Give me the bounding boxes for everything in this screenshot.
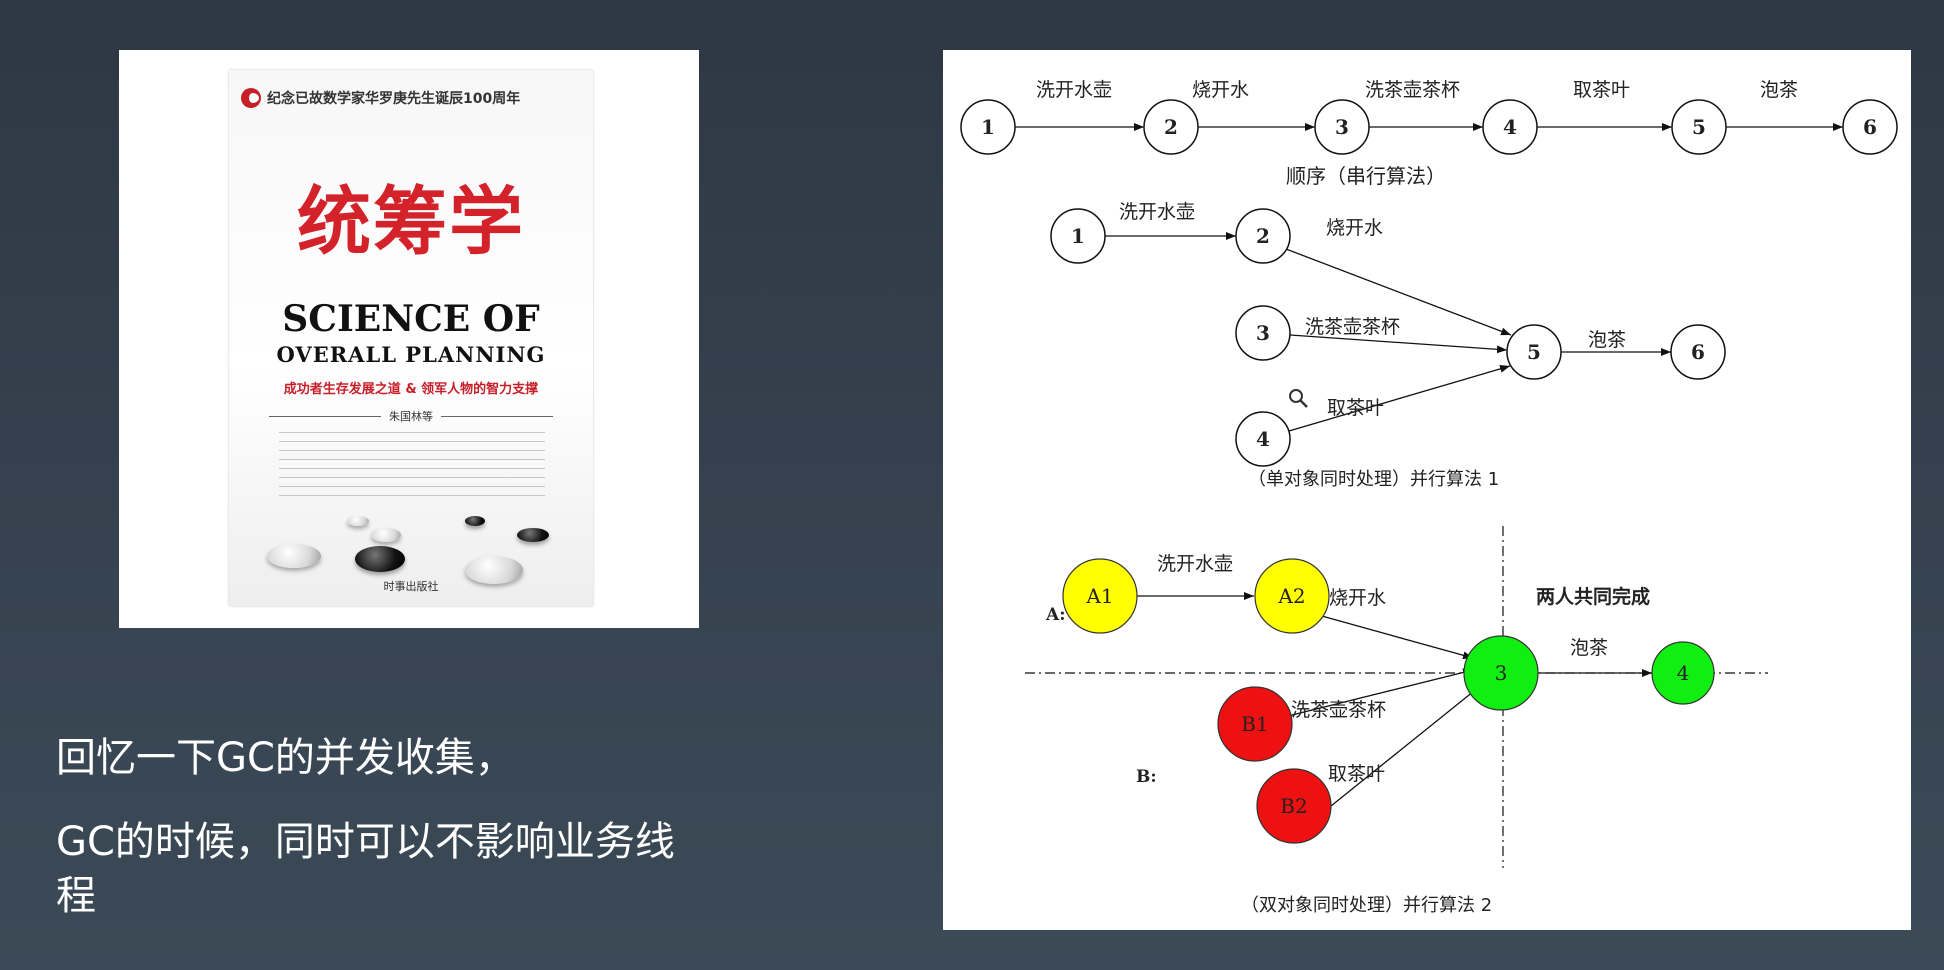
parallel1-node-label: 2 (1256, 224, 1270, 248)
serial-node: 6 (1842, 99, 1898, 155)
parallel1-caption: （单对象同时处理）并行算法 1 (1248, 469, 1499, 490)
parallel2-caption: （双对象同时处理）并行算法 2 (1241, 895, 1492, 916)
cover-author: 朱国林等 (269, 408, 553, 424)
parallel2-node-a1: A1 (1062, 558, 1138, 634)
serial-edge-label: 泡茶 (1760, 79, 1798, 101)
go-stone-white (347, 516, 369, 526)
serial-node-label: 6 (1863, 115, 1877, 139)
serial-node-label: 1 (981, 115, 995, 139)
serial-node: 1 (960, 99, 1016, 155)
caption-line-1: 回忆一下GC的并发收集， (56, 735, 515, 781)
author-rule-left (269, 415, 381, 417)
parallel1-edge (1288, 364, 1511, 432)
parallel2-node-a2: A2 (1254, 558, 1330, 634)
parallel1-node: 3 (1235, 305, 1291, 361)
serial-edge-label: 烧开水 (1192, 79, 1249, 101)
parallel1-edge-label: 烧开水 (1326, 217, 1383, 239)
go-stone-black (465, 516, 485, 526)
go-stone-white (465, 556, 523, 584)
cover-anniversary: 纪念已故数学家华罗庚先生诞辰100周年 (241, 88, 581, 108)
go-stone-black (355, 546, 405, 572)
cover-author-name: 朱国林等 (389, 410, 433, 423)
parallel2-node-b2: B2 (1256, 768, 1332, 844)
serial-node-label: 3 (1335, 115, 1349, 139)
cover-anniversary-text: 纪念已故数学家华罗庚先生诞辰100周年 (267, 91, 521, 107)
parallel2-node-shared-3: 3 (1463, 635, 1539, 711)
serial-edge-label: 洗开水壶 (1036, 79, 1112, 101)
parallel2-node-label: B1 (1241, 712, 1268, 736)
parallel1-node: 5 (1506, 324, 1562, 380)
cover-title-english-1: SCIENCE OF (282, 298, 540, 340)
parallel1-node: 1 (1050, 208, 1106, 264)
parallel2-edge-label: 烧开水 (1329, 587, 1386, 609)
parallel1-edge-label: 取茶叶 (1327, 397, 1384, 419)
parallel2-note: 两人共同完成 (1536, 585, 1650, 608)
serial-section: 洗开水壶 烧开水 洗茶壶茶杯 取茶叶 泡茶 1 2 3 4 (960, 79, 1898, 188)
cover-publisher: 时事出版社 (383, 580, 439, 593)
parallel1-edge (1289, 334, 1508, 354)
parallel2-node-shared-4: 4 (1651, 641, 1715, 705)
parallel1-node: 4 (1235, 411, 1291, 467)
parallel2-edge (1310, 612, 1474, 660)
parallel2-node-label: 4 (1677, 661, 1690, 685)
serial-node-label: 2 (1164, 115, 1178, 139)
parallel1-edge (1285, 248, 1512, 336)
serial-node-label: 5 (1692, 115, 1706, 139)
parallel1-node: 2 (1235, 208, 1291, 264)
parallel1-node-label: 6 (1691, 340, 1705, 364)
cover-blurb-text-illegible (279, 432, 545, 502)
group-label-a: A: (1045, 605, 1065, 625)
parallel2-node-label: 3 (1495, 661, 1508, 685)
parallel2-edge-label: 取茶叶 (1328, 763, 1385, 785)
parallel2-edge-label: 泡茶 (1570, 637, 1608, 659)
parallel1-node-label: 5 (1527, 340, 1541, 364)
parallel2-edge-label: 洗茶壶茶杯 (1291, 699, 1386, 721)
parallel2-section: 洗开水壶 烧开水 洗茶壶茶杯 取茶叶 泡茶 两人共同完成 A: B: A1 A2… (1025, 526, 1768, 916)
serial-edge-label: 洗茶壶茶杯 (1365, 79, 1460, 101)
parallel2-node-b1: B1 (1217, 686, 1293, 762)
parallel1-edge-label: 洗开水壶 (1119, 201, 1195, 223)
group-label-b: B: (1136, 767, 1157, 787)
go-stone-white (267, 544, 321, 568)
book-cover-image: 纪念已故数学家华罗庚先生诞辰100周年 统筹学 SCIENCE OF OVERA… (119, 50, 699, 628)
parallel1-node-label: 1 (1071, 224, 1085, 248)
serial-node: 5 (1671, 99, 1727, 155)
serial-node: 3 (1314, 99, 1370, 155)
parallel1-node-label: 3 (1256, 321, 1270, 345)
parallel1-node-label: 4 (1256, 427, 1270, 451)
book-cover: 纪念已故数学家华罗庚先生诞辰100周年 统筹学 SCIENCE OF OVERA… (229, 70, 593, 606)
serial-node: 4 (1482, 99, 1538, 155)
parallel2-node-label: A2 (1277, 584, 1305, 608)
parallel1-edge-label: 洗茶壶茶杯 (1305, 316, 1400, 338)
serial-caption: 顺序（串行算法） (1286, 164, 1446, 188)
serial-node: 2 (1143, 99, 1199, 155)
parallel2-edge (1287, 668, 1474, 717)
cover-subtitle: 成功者生存发展之道 & 领军人物的智力支撑 (283, 382, 539, 397)
parallel1-section: 洗开水壶 烧开水 洗茶壶茶杯 取茶叶 泡茶 1 2 3 (1050, 201, 1726, 490)
parallel2-edge-label: 洗开水壶 (1157, 553, 1233, 575)
diagram-canvas: 洗开水壶 烧开水 洗茶壶茶杯 取茶叶 泡茶 1 2 3 4 (960, 79, 1898, 916)
parallel2-edge (1325, 686, 1480, 811)
serial-node-label: 4 (1503, 115, 1517, 139)
serial-edge-label: 取茶叶 (1573, 79, 1630, 101)
parallel2-node-label: A1 (1085, 584, 1113, 608)
go-stone-black (517, 528, 549, 542)
publisher-logo-icon (241, 88, 261, 108)
tea-making-diagram: 洗开水壶 烧开水 洗茶壶茶杯 取茶叶 泡茶 1 2 3 4 (943, 50, 1911, 930)
cover-title-english-2: OVERALL PLANNING (276, 342, 546, 367)
author-rule-right (441, 415, 553, 417)
parallel1-node: 6 (1670, 324, 1726, 380)
caption-line-2: GC的时候，同时可以不影响业务线 (56, 819, 675, 865)
go-stone-white (371, 528, 401, 542)
cover-title-chinese: 统筹学 (297, 179, 525, 265)
parallel1-edge-label: 泡茶 (1588, 329, 1626, 351)
caption-line-3: 程 (56, 873, 96, 919)
parallel2-node-label: B2 (1280, 794, 1307, 818)
magnifier-icon (1289, 389, 1308, 408)
